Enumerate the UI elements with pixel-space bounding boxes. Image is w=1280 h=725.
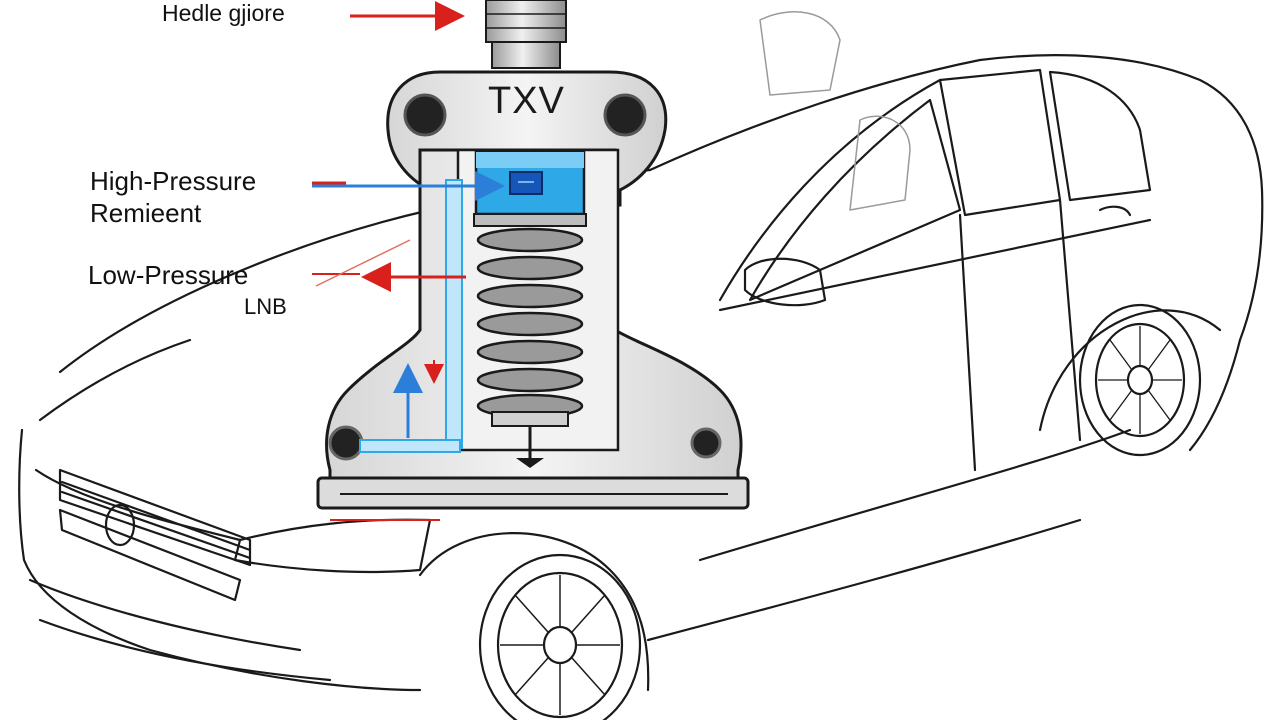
- car-outline: [18, 11, 1264, 725]
- valve-spring: [476, 227, 584, 419]
- top-label: Hedle gjiore: [162, 0, 285, 26]
- base-bolt-right: [690, 427, 722, 459]
- rear-wheel-spokes: [1098, 326, 1182, 434]
- base-bolt-left: [328, 425, 364, 461]
- high-pressure-label: High-Pressure: [90, 166, 257, 196]
- low-pressure-label: Low-Pressure: [88, 260, 249, 290]
- high-pressure-sublabel: Remieent: [90, 198, 202, 228]
- low-pressure-sublabel: LNB: [244, 294, 287, 319]
- sensor-chip: [509, 171, 543, 195]
- refrigerant-channel: [445, 179, 463, 449]
- valve-top-fitting: [485, 0, 567, 69]
- head-bolt-left: [403, 93, 447, 137]
- front-wheel-spokes: [500, 575, 620, 715]
- head-bolt-right: [603, 93, 647, 137]
- valve-title: TXV: [488, 80, 565, 122]
